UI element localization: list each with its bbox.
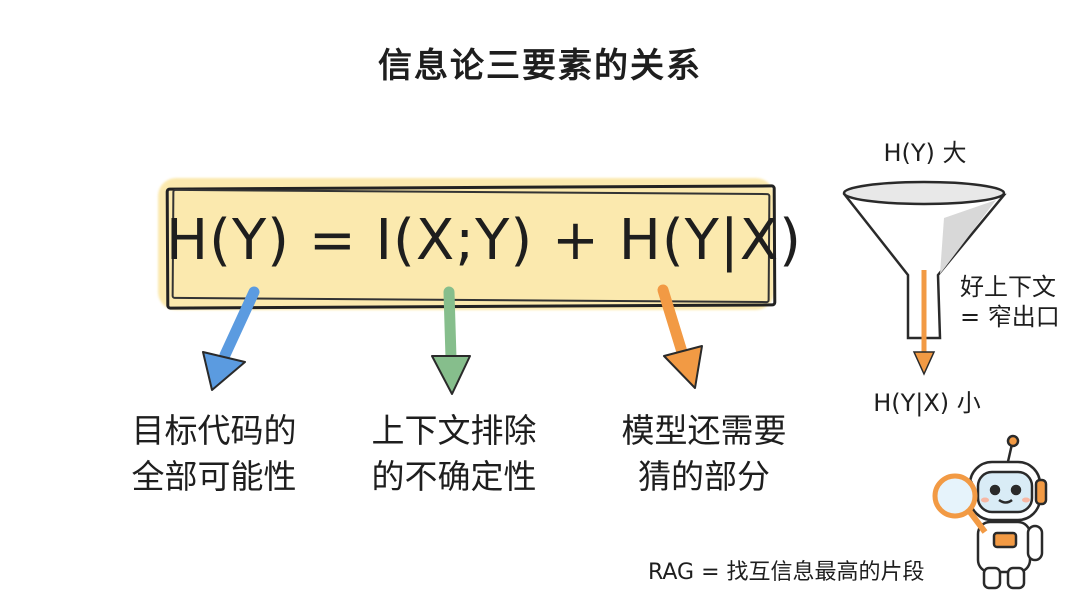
footer-note: RAG = 找互信息最高的片段 [648, 560, 925, 585]
funnel-side-label-line1: 好上下文 [960, 273, 1056, 301]
funnel-bottom-label: H(Y|X) 小 [873, 389, 981, 417]
label-middle-line2: 的不确定性 [371, 457, 537, 496]
formula-highlight [158, 178, 774, 310]
label-middle-line1: 上下文排除 [371, 411, 537, 450]
label-right-line2: 猜的部分 [638, 457, 770, 496]
page-title: 信息论三要素的关系 [378, 46, 702, 86]
label-middle: 上下文排除 的不确定性 [324, 408, 584, 500]
label-right-line1: 模型还需要 [621, 411, 787, 450]
arrow-orange-icon [657, 284, 703, 389]
funnel-side-label-line2: = 窄出口 [960, 303, 1060, 331]
robot-with-magnifier-icon [932, 434, 1048, 590]
label-right: 模型还需要 猜的部分 [574, 408, 834, 500]
formula: H(Y) = I(X;Y) + H(Y|X) [166, 208, 802, 273]
funnel-top-label: H(Y) 大 [883, 139, 967, 167]
arrow-blue-icon [202, 286, 260, 391]
label-left-line1: 目标代码的 [131, 411, 297, 450]
label-left-line2: 全部可能性 [131, 457, 297, 496]
arrow-green-icon [431, 286, 471, 395]
funnel-icon [842, 180, 1007, 340]
funnel-arrow-icon [912, 270, 936, 376]
label-left: 目标代码的 全部可能性 [84, 408, 344, 500]
funnel-side-label: 好上下文 = 窄出口 [960, 272, 1076, 332]
